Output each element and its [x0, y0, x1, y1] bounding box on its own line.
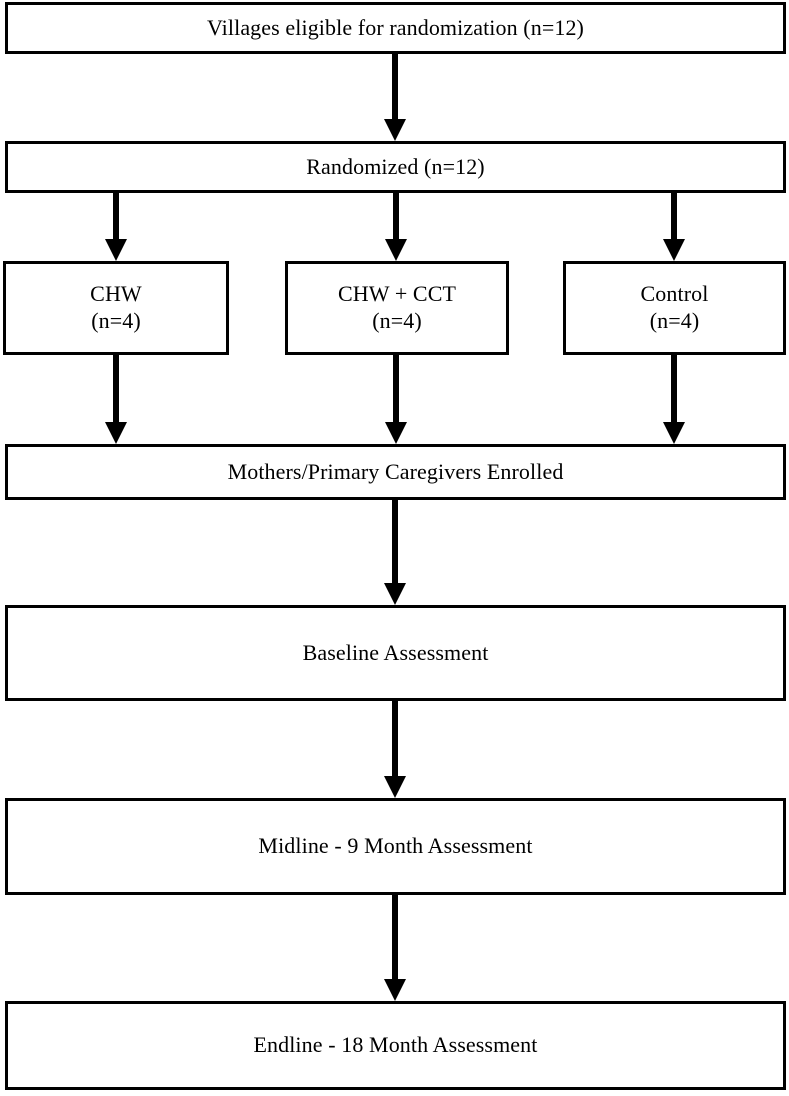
node-midline-assessment: Midline - 9 Month Assessment	[5, 798, 786, 895]
arrow-baseline-to-midline	[384, 701, 406, 798]
arrow-head	[384, 119, 406, 141]
node-villages-eligible: Villages eligible for randomization (n=1…	[5, 2, 786, 54]
node-mothers-enrolled-label: Mothers/Primary Caregivers Enrolled	[227, 458, 564, 484]
arrow-head	[384, 979, 406, 1001]
node-arm-chw-cct-label: CHW + CCT (n=4)	[337, 281, 457, 333]
arrow-stem	[113, 355, 119, 422]
arrow-control-to-enrolled	[663, 355, 685, 444]
node-baseline-assessment-label: Baseline Assessment	[302, 639, 489, 665]
arrow-chw-cct-to-enrolled	[385, 355, 407, 444]
arrow-head	[384, 776, 406, 798]
arrow-stem	[393, 193, 399, 239]
arrow-stem	[392, 895, 398, 979]
arrow-head	[663, 239, 685, 261]
node-arm-chw-cct: CHW + CCT (n=4)	[285, 261, 509, 355]
arrow-midline-to-endline	[384, 895, 406, 1001]
node-randomized-label: Randomized (n=12)	[306, 153, 485, 179]
node-arm-chw: CHW (n=4)	[3, 261, 229, 355]
arrow-head	[105, 239, 127, 261]
node-arm-control: Control (n=4)	[563, 261, 786, 355]
arrow-chw-to-enrolled	[105, 355, 127, 444]
arrow-eligible-to-randomized	[384, 54, 406, 141]
arrow-stem	[671, 355, 677, 422]
node-endline-assessment: Endline - 18 Month Assessment	[5, 1001, 786, 1090]
arrow-randomized-to-chw-cct	[385, 193, 407, 261]
node-midline-assessment-label: Midline - 9 Month Assessment	[258, 833, 533, 859]
arrow-stem	[392, 701, 398, 776]
node-baseline-assessment: Baseline Assessment	[5, 605, 786, 701]
arrow-head	[663, 422, 685, 444]
node-villages-eligible-label: Villages eligible for randomization (n=1…	[207, 14, 584, 40]
arrow-stem	[393, 355, 399, 422]
arrow-head	[385, 239, 407, 261]
arrow-stem	[392, 500, 398, 583]
node-arm-chw-label: CHW (n=4)	[90, 281, 142, 333]
node-endline-assessment-label: Endline - 18 Month Assessment	[253, 1032, 538, 1058]
arrow-stem	[392, 54, 398, 119]
arrow-head	[105, 422, 127, 444]
node-arm-control-label: Control (n=4)	[640, 281, 709, 333]
arrow-head	[385, 422, 407, 444]
arrow-enrolled-to-baseline	[384, 500, 406, 605]
arrow-randomized-to-control	[663, 193, 685, 261]
arrow-randomized-to-chw	[105, 193, 127, 261]
arrow-head	[384, 583, 406, 605]
arrow-stem	[671, 193, 677, 239]
node-mothers-enrolled: Mothers/Primary Caregivers Enrolled	[5, 444, 786, 500]
node-randomized: Randomized (n=12)	[5, 141, 786, 193]
arrow-stem	[113, 193, 119, 239]
